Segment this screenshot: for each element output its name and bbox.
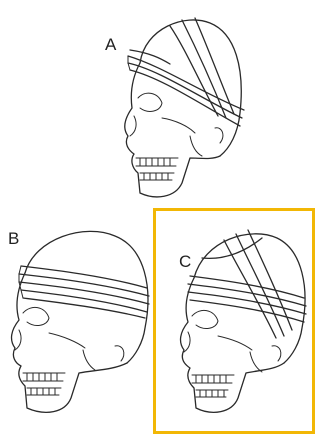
panel-b-label: B — [8, 230, 19, 247]
panel-a-label: A — [105, 36, 116, 53]
panel-b: B — [5, 218, 155, 433]
skull-a-illustration — [100, 8, 250, 208]
skull-b-illustration — [5, 218, 155, 433]
panel-a: A — [100, 8, 250, 208]
selection-highlight-box — [153, 208, 315, 434]
